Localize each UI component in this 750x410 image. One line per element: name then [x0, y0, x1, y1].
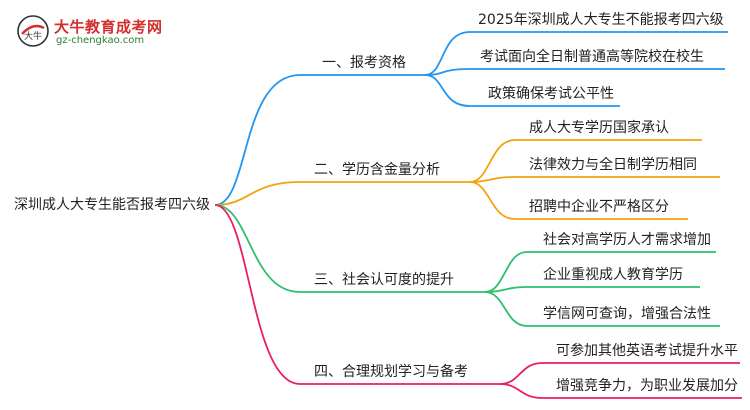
- edge-root-branch-2: [214, 181, 301, 206]
- logo-badge-text: 大牛: [24, 30, 42, 42]
- edge-branch-3-child-3: [484, 291, 528, 327]
- edge-branch-2-child-1: [469, 139, 516, 183]
- branch-3-edges: [214, 204, 720, 327]
- edge-branch-4-child-1: [499, 362, 543, 385]
- site-logo: 大牛 大牛教育成考网 gz-chengkao.com: [16, 14, 166, 50]
- edge-branch-3-child-1: [484, 251, 528, 293]
- branch-2-child-3: 招聘中企业不严格区分: [529, 199, 669, 215]
- edge-branch-1-child-3: [424, 74, 471, 107]
- branch-3-label: 三、社会认可度的提升: [314, 272, 454, 288]
- edge-branch-4-child-2: [499, 383, 543, 399]
- branch-4-child-1: 可参加其他英语考试提升水平: [556, 343, 738, 359]
- branch-1-edges: [214, 31, 728, 206]
- logo-badge-icon: 大牛: [17, 15, 49, 47]
- edge-branch-2-child-3: [469, 181, 516, 220]
- branch-1-child-1: 2025年深圳成人大专生不能报考四六级: [478, 12, 724, 28]
- edge-branch-1-child-1: [424, 31, 471, 76]
- branch-3-child-3: 学信网可查询，增强合法性: [543, 306, 711, 322]
- branch-3-child-1: 社会对高学历人才需求增加: [543, 232, 711, 248]
- branch-4-child-2: 增强竞争力，为职业发展加分: [556, 378, 738, 394]
- logo-title: 大牛教育成考网: [54, 18, 163, 36]
- branch-4-label: 四、合理规划学习与备考: [314, 364, 468, 380]
- edge-root-branch-4: [214, 204, 301, 385]
- root-node: 深圳成人大专生能否报考四六级: [14, 197, 210, 213]
- branch-2-edges: [214, 139, 720, 220]
- branch-1-child-2: 考试面向全日制普通高等院校在校生: [480, 49, 704, 65]
- branch-2-child-1: 成人大专学历国家承认: [529, 120, 669, 136]
- branch-1-child-3: 政策确保考试公平性: [488, 86, 614, 102]
- branch-3-child-2: 企业重视成人教育学历: [543, 267, 683, 283]
- branch-1-label: 一、报考资格: [322, 55, 406, 71]
- edge-root-branch-3: [214, 204, 301, 293]
- edge-root-branch-1: [214, 74, 301, 206]
- logo-url: gz-chengkao.com: [56, 35, 145, 46]
- branch-4-edges: [214, 204, 742, 399]
- branch-2-label: 二、学历含金量分析: [314, 162, 440, 178]
- branch-2-child-2: 法律效力与全日制学历相同: [529, 157, 697, 173]
